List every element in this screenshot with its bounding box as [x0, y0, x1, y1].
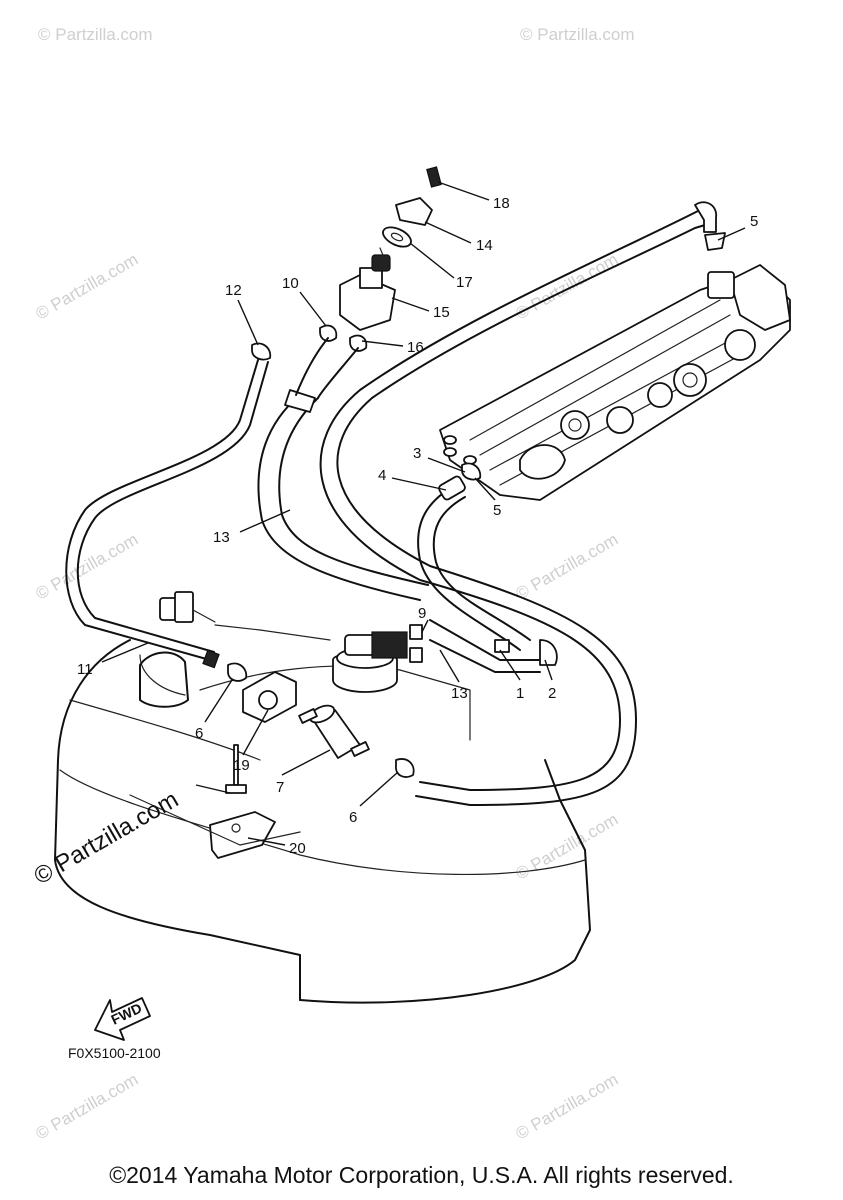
watermark-text: © Partzilla.com: [513, 810, 622, 884]
callout-11: 10: [282, 275, 299, 292]
callout-20: 20: [289, 840, 306, 857]
callout-labels: 18 14 17 15 16 10 12 5 3 4 5 13 9 11 13 …: [77, 195, 758, 857]
callout-13: 12: [225, 282, 242, 299]
diagram-code: F0X5100-2100: [68, 1045, 161, 1061]
callout-19: 19: [233, 757, 250, 774]
callout-5-mid: 5: [493, 502, 501, 519]
hose-14: [429, 619, 558, 673]
callout-7: 7: [276, 779, 284, 796]
callout-17: 17: [456, 274, 473, 291]
hose-12: [65, 359, 269, 669]
clamps-5: [461, 232, 726, 481]
engine-fuel-rail: [439, 264, 791, 501]
callout-9: 15: [433, 304, 450, 321]
partzilla-watermark: © Partzilla.com: [30, 786, 184, 890]
callout-14: 13: [451, 685, 468, 702]
bracket: [209, 744, 276, 859]
clamp-13: [251, 342, 272, 361]
fwd-arrow: FWD: [94, 997, 151, 1041]
callout-18: 18: [493, 195, 510, 212]
callout-15: 13: [213, 529, 230, 546]
watermark-text: © Partzilla.com: [513, 530, 622, 604]
callout-3: 3: [413, 445, 421, 462]
callout-8: 14: [476, 237, 493, 254]
watermark-text: © Partzilla.com: [38, 25, 153, 44]
fuel-tank: [54, 639, 591, 1004]
callout-10: 9: [418, 605, 426, 622]
clamps-6: [227, 662, 415, 778]
callout-16: 16: [407, 339, 424, 356]
watermark-text: © Partzilla.com: [33, 1070, 142, 1144]
callout-12: 11: [77, 661, 93, 678]
callout-5-top: 5: [750, 213, 758, 230]
filter-holder: [242, 671, 297, 723]
fuel-filter: [298, 704, 370, 759]
copyright-notice: ©2014 Yamaha Motor Corporation, U.S.A. A…: [109, 1162, 734, 1188]
callout-1: 1: [516, 685, 524, 702]
callout-2: 2: [548, 685, 556, 702]
watermark-text: © Partzilla.com: [513, 1070, 622, 1144]
leader-lines: [101, 181, 746, 846]
callout-6-left: 6: [195, 725, 203, 742]
watermark-text: © Partzilla.com: [513, 250, 622, 324]
sensor-connector: [159, 591, 216, 623]
hose-4: [417, 475, 531, 651]
callout-6-right: 6: [349, 809, 357, 826]
pump-clamps: [409, 624, 510, 663]
fuel-pump-unit: [214, 624, 408, 693]
sensor-assembly: [295, 166, 442, 399]
callout-4: 4: [378, 467, 386, 484]
tank-lines: [129, 794, 301, 846]
watermark-text: © Partzilla.com: [33, 530, 142, 604]
hose-15: [257, 389, 429, 601]
watermark-text: © Partzilla.com: [520, 25, 635, 44]
watermark-text: © Partzilla.com: [33, 250, 142, 324]
